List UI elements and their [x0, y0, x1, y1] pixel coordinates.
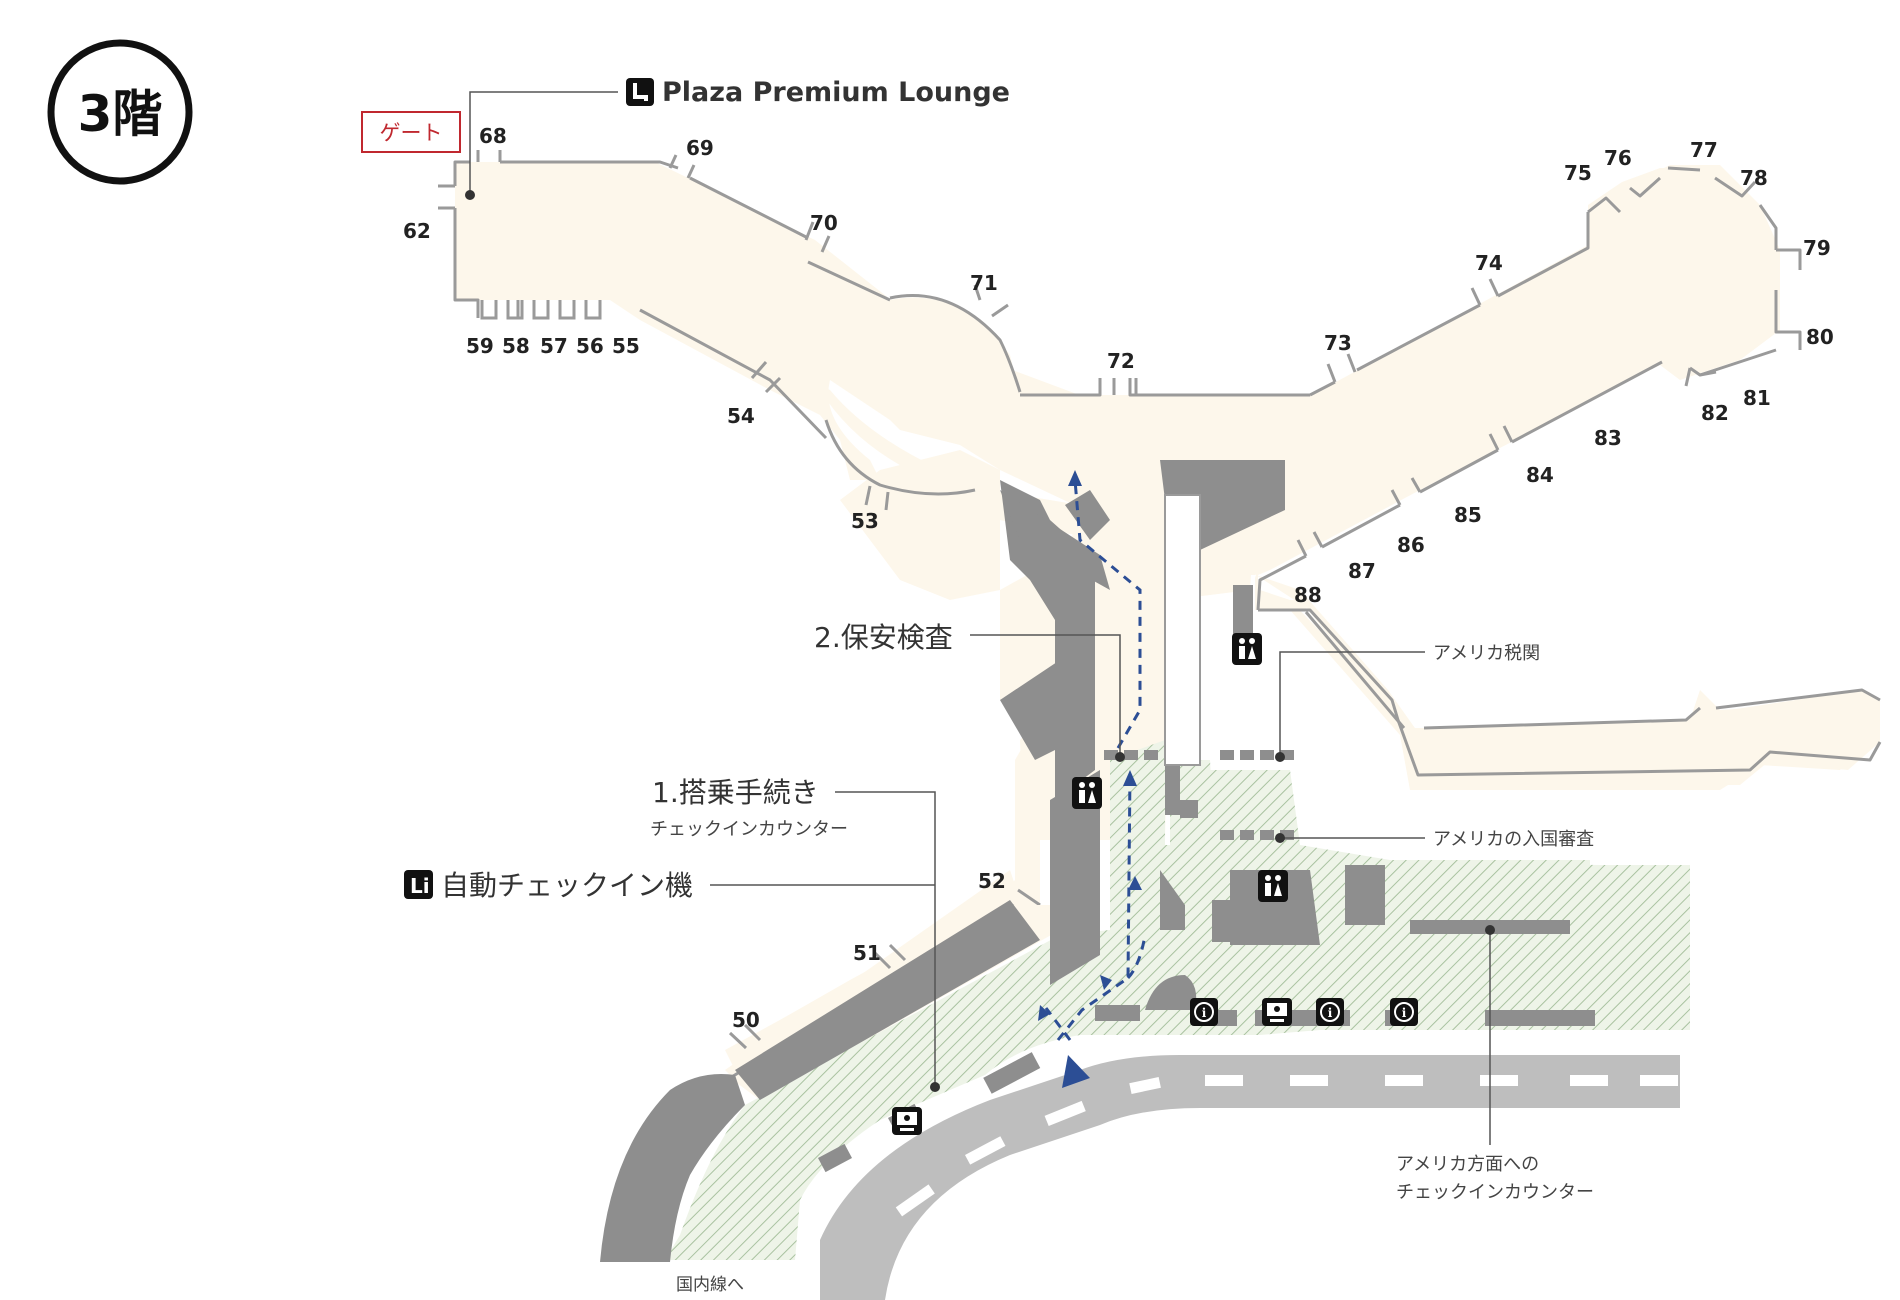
gate-51: 51 — [853, 941, 881, 965]
checkpoint-barriers — [1104, 750, 1294, 840]
svg-text:i: i — [1402, 1006, 1407, 1020]
gate-70: 70 — [810, 211, 838, 235]
restroom-icon — [1072, 777, 1102, 809]
lounge-callout: Plaza Premium Lounge — [626, 77, 1010, 108]
info-icon: i — [1390, 998, 1418, 1026]
gate-86: 86 — [1397, 533, 1425, 557]
gate-62: 62 — [403, 219, 431, 243]
step-labels: 2.保安検査 1.搭乗手続き チェックインカウンター Li 自動チェックイン機 — [404, 621, 953, 902]
us-checkin-label-line2: チェックインカウンター — [1396, 1182, 1594, 1203]
gate-numbers: 68 62 69 70 71 59 58 57 56 55 54 53 72 7… — [403, 124, 1834, 1032]
route-path — [1044, 479, 1147, 1041]
restroom-icon — [1258, 870, 1288, 902]
gate-79: 79 — [1803, 236, 1831, 260]
lounge-seat-icon — [626, 78, 654, 106]
restroom-icon — [1232, 633, 1262, 665]
gate-85: 85 — [1454, 503, 1482, 527]
gate-73: 73 — [1324, 331, 1352, 355]
gate-tag: ゲート — [361, 111, 461, 153]
gate-71: 71 — [970, 271, 998, 295]
atm-icon — [892, 1107, 922, 1135]
kiosk-icon — [404, 870, 433, 899]
gate-54: 54 — [727, 404, 755, 428]
gate-stubs — [438, 150, 1717, 1050]
gate-53: 53 — [851, 509, 879, 533]
us-customs-label: アメリカ税関 — [1433, 643, 1540, 664]
hatch-fill — [1590, 865, 1690, 920]
checkin-step-label: 1.搭乗手続き — [652, 776, 819, 809]
info-icon: i — [1316, 998, 1344, 1026]
hatch-fill-2 — [1300, 860, 1690, 1030]
gate-57: 57 — [540, 334, 568, 358]
gate-50: 50 — [732, 1008, 760, 1032]
gate-81: 81 — [1743, 386, 1771, 410]
checkin-counter-sublabel: チェックインカウンター — [650, 819, 848, 840]
domestic-direction-label: 国内線へ — [676, 1275, 744, 1295]
atm-icon — [1262, 998, 1292, 1026]
floor-label: 3階 — [78, 85, 163, 143]
gate-59: 59 — [466, 334, 494, 358]
leader-dots — [465, 190, 1495, 1092]
structural-blocks — [600, 460, 1595, 1262]
gate-87: 87 — [1348, 559, 1376, 583]
gate-58: 58 — [502, 334, 530, 358]
security-step-label: 2.保安検査 — [814, 621, 953, 654]
route-arrowheads — [1038, 470, 1142, 1088]
kiosk-label: 自動チェックイン機 — [441, 869, 693, 902]
gate-52: 52 — [978, 869, 1006, 893]
leader-lines — [469, 91, 1491, 1145]
spine-corridor — [1164, 494, 1201, 766]
gate-76: 76 — [1604, 146, 1632, 170]
access-road — [820, 1055, 1680, 1300]
gate-80: 80 — [1806, 325, 1834, 349]
side-labels: アメリカ税関 アメリカの入国審査 アメリカ方面への チェックインカウンター 国内… — [676, 643, 1594, 1295]
svg-text:i: i — [1328, 1006, 1333, 1020]
gate-77: 77 — [1690, 138, 1718, 162]
gate-83: 83 — [1594, 426, 1622, 450]
floor-badge: 3階 — [47, 39, 193, 185]
lounge-seat-glyph — [633, 83, 648, 101]
gate-69: 69 — [686, 136, 714, 160]
kiosk-icon-glyph: Li — [410, 874, 430, 898]
gate-74: 74 — [1475, 251, 1503, 275]
us-immigration-label: アメリカの入国審査 — [1433, 829, 1594, 850]
gate-55: 55 — [612, 334, 640, 358]
gate-68: 68 — [479, 124, 507, 148]
us-checkin-label-line1: アメリカ方面への — [1396, 1154, 1539, 1175]
svg-text:i: i — [1202, 1006, 1207, 1020]
concourse-walls — [453, 160, 1882, 777]
gate-78: 78 — [1740, 166, 1768, 190]
gate-84: 84 — [1526, 463, 1554, 487]
gate-56: 56 — [576, 334, 604, 358]
gate-72: 72 — [1107, 349, 1135, 373]
gate-82: 82 — [1701, 401, 1729, 425]
gate-tag-label: ゲート — [380, 121, 443, 145]
gate-75: 75 — [1564, 161, 1592, 185]
info-icon: i — [1190, 998, 1218, 1026]
lounge-label: Plaza Premium Lounge — [662, 77, 1010, 108]
gate-88: 88 — [1294, 583, 1322, 607]
